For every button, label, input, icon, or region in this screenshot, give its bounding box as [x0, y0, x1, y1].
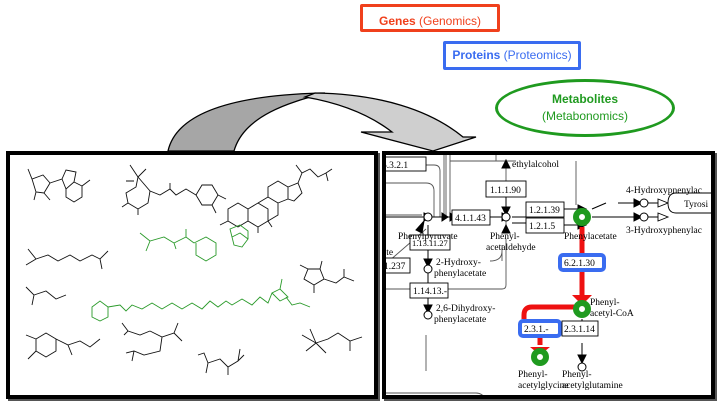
structure-betaine — [301, 328, 363, 354]
curved-arrow-front — [302, 92, 477, 152]
pathway-label: Phenylacetate — [564, 232, 617, 242]
pathway-label: acetylglycine — [518, 381, 569, 391]
structure-phenylacetylglycine — [139, 224, 249, 262]
pathway-label: acetylglutamine — [562, 381, 623, 391]
pathway-label: Phenylpyruvate — [398, 232, 458, 242]
enzyme-box[interactable]: 1.1.1.90 — [485, 180, 527, 198]
pathway-label: 5.3.2.1 — [386, 161, 408, 171]
pathway-label: 2.3.1.14 — [564, 325, 595, 335]
structure-adenosine — [27, 168, 91, 203]
pathway-label: 3-Hydroxyphenylac — [626, 226, 702, 236]
enzyme-box[interactable]: 4.1.1.43 — [451, 209, 491, 226]
metabolite-node — [531, 348, 549, 366]
genes-label: Genes (Genomics) — [360, 4, 500, 32]
structure-aspartate — [197, 348, 245, 375]
pathway-drawing: 5.3.2.1 1.1.1.90 4.1.1.43 1.2.1.39 1.2.1… — [386, 155, 711, 395]
compound-node — [423, 212, 433, 222]
curved-arrow-back — [167, 92, 326, 152]
enzyme-box[interactable]: 1.2.1.5 — [525, 217, 565, 234]
structure-chlorogenic-acid — [121, 164, 227, 215]
structure-bile-acid — [219, 164, 333, 233]
pathway-label: phenylacetate — [434, 315, 486, 325]
pathway-label: 4-Hydroxypnenylac — [626, 186, 702, 196]
pathway-label: 2.3.1.- — [524, 325, 549, 335]
pathway-label: ate — [386, 248, 393, 258]
pathway-label: 2-Hydroxy- — [436, 258, 481, 268]
pathway-label: Phenyl- — [590, 298, 620, 308]
protein-enzyme-box[interactable]: 6.2.1.30 — [558, 253, 606, 272]
enzyme-box[interactable]: 1.2.1.39 — [525, 201, 565, 218]
metabolite-node — [573, 300, 591, 318]
structure-n-acetylaspartate — [121, 322, 183, 362]
pathway-label: 1.2.1.39 — [529, 206, 560, 216]
metabolite-node — [573, 208, 591, 226]
pathway-map-panel: 5.3.2.1 1.1.1.90 4.1.1.43 1.2.1.39 1.2.1… — [382, 151, 715, 399]
structure-epinephrine — [25, 332, 101, 360]
pathway-label: acetyl-CoA — [590, 309, 634, 319]
proteins-label: Proteins (Proteomics) — [443, 41, 581, 70]
pathway-label: 4.1.1.43 — [455, 214, 486, 224]
compound-node — [577, 362, 587, 372]
enzyme-box[interactable]: 1.14.13.- — [409, 282, 449, 299]
pathway-label: 1.2.1.5 — [529, 222, 555, 232]
pathway-label: acetaldehyde — [486, 243, 536, 253]
pathway-label: 1.237 — [386, 262, 406, 272]
pathway-label: Phenyl- — [518, 370, 548, 380]
enzyme-box[interactable]: 1.13.11.27 — [409, 234, 451, 251]
pathway-label: phenylacetate — [434, 269, 486, 279]
compound-node — [639, 198, 649, 208]
compound-node — [501, 212, 511, 222]
pathway-label: Phenyl- — [562, 370, 592, 380]
protein-enzyme-box[interactable]: 2.3.1.- — [518, 319, 562, 338]
pathway-label: 2,6-Dihydroxy- — [436, 304, 495, 314]
structure-allantoin — [299, 260, 355, 293]
structure-adipic-acid — [25, 248, 109, 270]
pathway-label: Phenyl- — [490, 232, 520, 242]
structures-drawing — [25, 164, 363, 375]
enzyme-box[interactable]: 2.3.1.14 — [561, 320, 599, 337]
pathway-label: 1.1.1.90 — [490, 186, 521, 196]
pathway-label: 6.2.1.30 — [564, 259, 595, 269]
structure-beta-alanine — [25, 286, 67, 306]
enzyme-box[interactable]: 1.237 — [386, 257, 411, 274]
enzyme-box[interactable]: 5.3.2.1 — [386, 156, 427, 172]
pathway-label: 1.14.13.- — [413, 287, 447, 297]
compound-node — [423, 264, 433, 274]
pathway-label: Tyrosi — [684, 200, 709, 210]
metabolites-label: Metabolites(Metabonomics) — [495, 79, 675, 137]
metabolite-structures-panel — [6, 151, 378, 399]
structure-phenylacetyl-coa — [91, 278, 311, 322]
compound-node — [639, 212, 649, 222]
pathway-label: ethylalcohol — [512, 160, 559, 170]
pathway-label: 1.13.11.27 — [412, 238, 448, 248]
compound-node — [423, 310, 433, 320]
